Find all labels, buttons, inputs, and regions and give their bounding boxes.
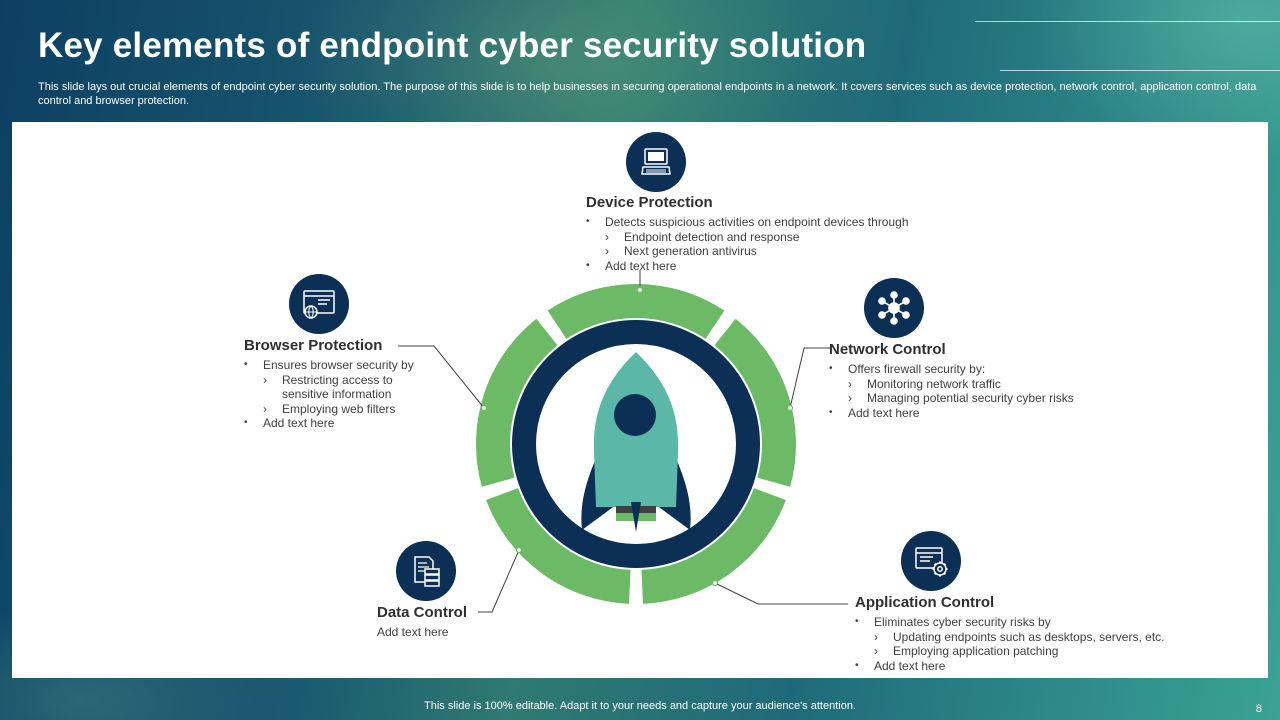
browser-sub-2: Employing web filters [244, 402, 464, 417]
page-number: 8 [1255, 703, 1262, 715]
device-sub-2: Next generation antivirus [586, 244, 986, 259]
application-bullet-1: Eliminates cyber security risks by [855, 615, 1235, 630]
ring-segment-application [641, 488, 786, 604]
connector-data [478, 549, 520, 613]
ring-segment-browser [476, 318, 558, 487]
decorative-line-top [975, 21, 1280, 22]
application-control-title: Application Control [855, 594, 995, 611]
device-sub-1: Endpoint detection and response [586, 230, 986, 245]
network-control-title: Network Control [829, 341, 946, 358]
slide-footer: This slide is 100% editable. Adapt it to… [424, 700, 856, 712]
device-bullet-1: Detects suspicious activities on endpoin… [586, 215, 986, 230]
ring-segment-network [714, 318, 796, 487]
slide-title: Key elements of endpoint cyber security … [38, 26, 867, 65]
network-nodes-icon [864, 278, 924, 338]
anchor-dot-network [786, 404, 794, 412]
network-control-block: Network Control Offers firewall security… [829, 341, 1149, 420]
data-control-title: Data Control [377, 604, 467, 621]
anchor-dot-data [515, 546, 523, 554]
network-sub-1: Monitoring network traffic [829, 377, 1149, 392]
anchor-dot-application [711, 579, 719, 587]
network-bullet-1: Offers firewall security by: [829, 362, 1149, 377]
network-sub-2: Managing potential security cyber risks [829, 391, 1149, 406]
browser-bullet-2: Add text here [244, 416, 464, 431]
slide-subtitle: This slide lays out crucial elements of … [38, 81, 1257, 107]
anchor-dot-browser [480, 404, 488, 412]
computer-icon [626, 132, 686, 192]
browser-protection-block: Browser Protection Ensures browser secur… [244, 337, 464, 431]
network-bullet-2: Add text here [829, 406, 1149, 421]
device-protection-block: Device Protection Detects suspicious act… [586, 194, 986, 273]
browser-sub-1b: sensitive information [282, 387, 392, 401]
rocket-flame [631, 502, 641, 532]
ring-segment-data [486, 488, 631, 604]
data-control-block: Data Control Add text here [377, 604, 577, 640]
anchor-dot-device [636, 286, 644, 294]
application-sub-2: Employing application patching [855, 644, 1235, 659]
ring-diagram [398, 270, 848, 613]
decorative-line-mid [1000, 70, 1280, 71]
browser-protection-title: Browser Protection [244, 337, 383, 354]
application-bullet-2: Add text here [855, 659, 1235, 674]
content-panel: Device Protection Detects suspicious act… [12, 122, 1268, 678]
rocket-illustration [581, 352, 691, 532]
application-control-block: Application Control Eliminates cyber sec… [855, 594, 1235, 673]
browser-bullet-1: Ensures browser security by [244, 358, 464, 373]
data-server-icon [396, 541, 456, 601]
device-bullet-2: Add text here [586, 259, 986, 274]
browser-globe-icon [289, 274, 349, 334]
connector-browser [398, 345, 485, 409]
data-control-text: Add text here [377, 625, 449, 639]
rocket-window [614, 394, 656, 436]
inner-navy-ring [512, 320, 760, 568]
ring-segment-device [547, 284, 725, 339]
application-sub-1: Updating endpoints such as desktops, ser… [855, 630, 1235, 645]
app-settings-icon [901, 531, 961, 591]
connector-application [714, 582, 848, 605]
ring-segments [476, 284, 796, 604]
device-protection-title: Device Protection [586, 194, 713, 211]
browser-sub-1a: Restricting access to [244, 373, 464, 388]
connector-network [789, 347, 830, 409]
